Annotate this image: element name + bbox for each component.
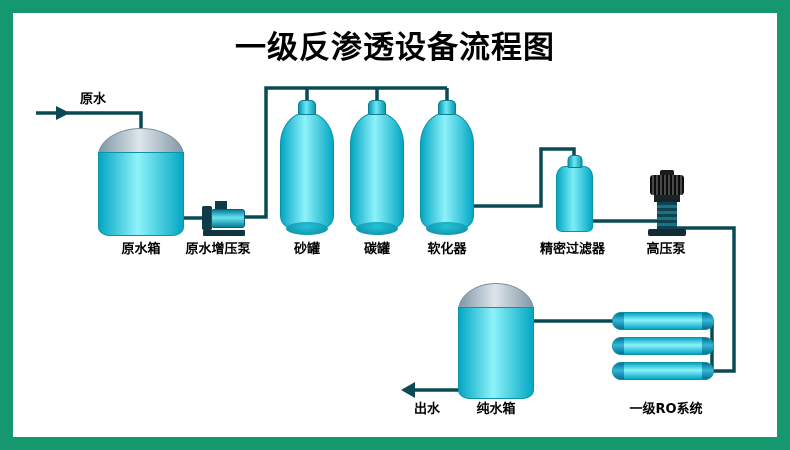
- pipe-hp-pump-to-ro: [670, 226, 736, 373]
- raw-water-tank-body: [98, 152, 184, 236]
- hp-pump-top-cap: [660, 170, 674, 175]
- hp-pump-stage-column: [657, 202, 677, 229]
- sand-tank-vessel: [280, 100, 334, 230]
- booster-pump-body: [211, 209, 245, 228]
- carbon-tank-top-valve: [368, 100, 386, 115]
- raw-water-label: 原水: [79, 92, 106, 107]
- outlet-label: 出水: [413, 402, 440, 417]
- booster-pump-label: 原水增压泵: [185, 242, 251, 257]
- carbon-tank-label: 碳罐: [363, 242, 390, 257]
- pipe-softener-to-filter: [472, 147, 576, 208]
- pipe-booster-to-header: [242, 86, 447, 219]
- hp-pump-neck: [654, 195, 680, 202]
- ro-membrane-1: [612, 312, 714, 330]
- ro-membrane-2: [612, 337, 714, 355]
- outlet-arrow-icon: [401, 382, 415, 398]
- carbon-tank-vessel: [350, 100, 404, 230]
- booster-pump-base: [203, 230, 245, 236]
- booster-pump-head: [215, 201, 227, 210]
- hp-pump-motor-fins: [650, 175, 684, 195]
- booster-pump-motor-cap: [202, 206, 212, 230]
- raw-water-tank: [98, 128, 184, 236]
- pure-water-tank-body: [458, 307, 534, 399]
- ro-membrane-3: [612, 362, 714, 380]
- inlet-arrow-icon: [56, 106, 70, 120]
- softener-label: 软化器: [427, 242, 467, 257]
- precision-filter-top-valve: [567, 155, 582, 168]
- precision-filter: [556, 155, 593, 232]
- high-pressure-pump: [648, 170, 686, 236]
- ro-system-label: 一级RO系统: [629, 402, 703, 417]
- precision-filter-label: 精密过滤器: [539, 242, 605, 257]
- hp-pump-base: [648, 229, 686, 236]
- high-pressure-pump-label: 高压泵: [646, 242, 686, 257]
- raw-water-tank-label: 原水箱: [121, 242, 161, 257]
- softener-vessel: [420, 100, 474, 230]
- pure-water-tank: [458, 283, 534, 399]
- softener-top-valve: [438, 100, 456, 115]
- page-title: 一级反渗透设备流程图: [235, 30, 555, 66]
- sand-tank-label: 砂罐: [293, 242, 320, 257]
- pure-water-tank-label: 纯水箱: [476, 402, 516, 417]
- booster-pump: [202, 198, 248, 236]
- sand-tank-top-valve: [298, 100, 316, 115]
